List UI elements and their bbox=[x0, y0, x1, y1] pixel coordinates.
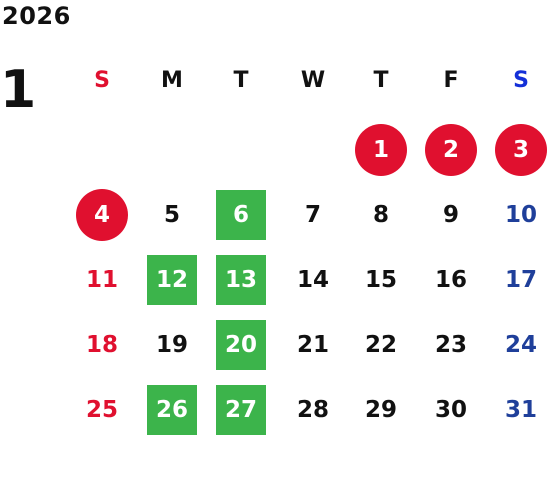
month-label: 1 bbox=[0, 60, 37, 120]
day-7[interactable]: 7 bbox=[304, 202, 321, 228]
day-12[interactable]: 12 bbox=[147, 255, 197, 305]
weekday-header-1: M bbox=[161, 68, 183, 93]
day-19[interactable]: 19 bbox=[155, 332, 188, 358]
weekday-header-0: S bbox=[94, 68, 110, 93]
weekday-header-4: T bbox=[373, 68, 389, 93]
day-10[interactable]: 10 bbox=[504, 202, 537, 228]
day-25[interactable]: 25 bbox=[85, 397, 118, 423]
day-16[interactable]: 16 bbox=[434, 267, 467, 293]
day-23[interactable]: 23 bbox=[434, 332, 467, 358]
day-20[interactable]: 20 bbox=[216, 320, 266, 370]
day-11[interactable]: 11 bbox=[85, 267, 118, 293]
day-27[interactable]: 27 bbox=[216, 385, 266, 435]
day-18[interactable]: 18 bbox=[85, 332, 118, 358]
day-6[interactable]: 6 bbox=[216, 190, 266, 240]
day-21[interactable]: 21 bbox=[296, 332, 329, 358]
day-15[interactable]: 15 bbox=[364, 267, 397, 293]
day-1[interactable]: 1 bbox=[355, 124, 407, 176]
weekday-header-6: S bbox=[513, 68, 529, 93]
day-26[interactable]: 26 bbox=[147, 385, 197, 435]
day-31[interactable]: 31 bbox=[504, 397, 537, 423]
year-label: 2026 bbox=[2, 2, 71, 30]
day-30[interactable]: 30 bbox=[434, 397, 467, 423]
day-24[interactable]: 24 bbox=[504, 332, 537, 358]
day-14[interactable]: 14 bbox=[296, 267, 329, 293]
day-2[interactable]: 2 bbox=[425, 124, 477, 176]
day-4[interactable]: 4 bbox=[76, 189, 128, 241]
day-29[interactable]: 29 bbox=[364, 397, 397, 423]
weekday-header-3: W bbox=[300, 68, 326, 93]
weekday-header-5: F bbox=[443, 68, 459, 93]
day-22[interactable]: 22 bbox=[364, 332, 397, 358]
day-9[interactable]: 9 bbox=[442, 202, 459, 228]
day-13[interactable]: 13 bbox=[216, 255, 266, 305]
day-3[interactable]: 3 bbox=[495, 124, 547, 176]
day-5[interactable]: 5 bbox=[163, 202, 180, 228]
day-17[interactable]: 17 bbox=[504, 267, 537, 293]
day-28[interactable]: 28 bbox=[296, 397, 329, 423]
weekday-header-2: T bbox=[233, 68, 249, 93]
day-8[interactable]: 8 bbox=[372, 202, 389, 228]
